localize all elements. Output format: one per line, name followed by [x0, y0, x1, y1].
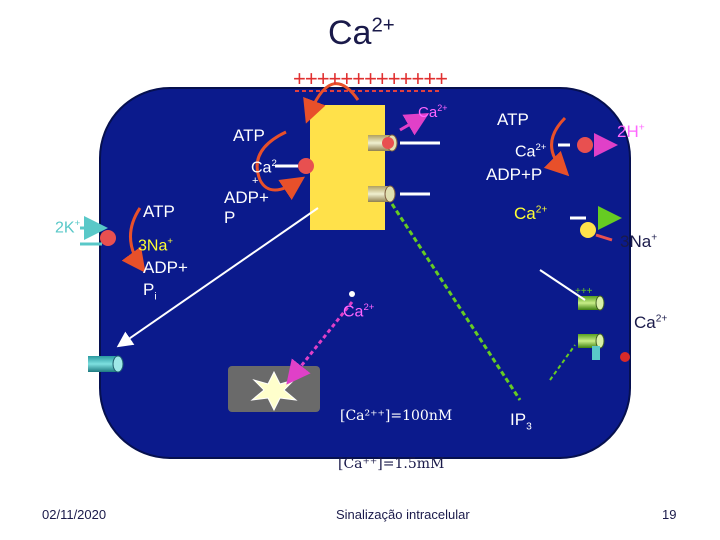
orange-arrow-na-k — [121, 207, 146, 273]
h-ion: 2H+ — [617, 122, 645, 141]
ip3-label: IP3 — [510, 410, 532, 433]
na-left: 3Na+ — [138, 236, 173, 255]
na-k-pump — [100, 230, 116, 246]
conc-outside: [Ca⁺⁺]=1.5mM — [338, 456, 445, 472]
p-left: P — [224, 208, 236, 227]
er-pump-left — [298, 158, 314, 174]
k-ion: 2K+ — [55, 218, 81, 237]
ca-dot — [349, 291, 355, 297]
endoplasmic-reticulum — [310, 105, 385, 230]
adp-left: ADP+ — [224, 188, 269, 207]
atp-top-left: ATP — [233, 126, 265, 145]
white-diagonal-arrow — [116, 207, 319, 348]
ca-right-channel: Ca2+ — [634, 313, 668, 332]
footer-title: Sinalização intracelular — [336, 507, 470, 522]
ca-center: Ca2+ — [343, 302, 375, 321]
adp-left2: ADP+ — [143, 258, 188, 277]
orange-arrow-right-pump — [543, 116, 570, 177]
left-channel — [88, 355, 124, 373]
pi-label: Pi — [143, 280, 157, 303]
effector-box — [228, 366, 320, 412]
ca-pump-left-label: Ca2 — [251, 158, 277, 177]
h-pump — [577, 137, 593, 153]
footer-date: 02/11/2020 — [42, 507, 107, 522]
magenta-arrow-er-in — [399, 112, 430, 136]
conc-inside: [Ca²⁺⁺]=100nM — [340, 408, 453, 424]
ip3-dash — [549, 344, 576, 381]
ca-pump-left-plus: + — [252, 175, 259, 187]
plus-small: +++ — [575, 286, 593, 297]
footer-page: 19 — [662, 507, 677, 522]
na-right: 3Na+ — [620, 232, 658, 251]
plus-row: +++++++++++++ — [293, 66, 448, 91]
ligand-dot — [620, 352, 630, 362]
orange-arrow-left-pump — [255, 130, 305, 200]
white-line-right-lower — [539, 269, 586, 301]
na-ca-exchanger — [580, 222, 596, 238]
orange-arrow-er — [303, 82, 360, 124]
magenta-dashed-arrow — [286, 301, 354, 385]
adp-right: ADP+P — [486, 165, 543, 184]
ip3-receptor-channels — [578, 295, 605, 360]
ca-right-pump: Ca2+ — [515, 142, 547, 161]
er-pump-top — [368, 134, 398, 152]
er-ca-label: Ca2+ — [418, 103, 448, 121]
atp-left: ATP — [143, 202, 175, 221]
ca-exchanger: Ca2+ — [514, 204, 548, 223]
atp-right: ATP — [497, 110, 529, 129]
red-line-na — [595, 233, 613, 242]
header-ion: Ca2+ — [328, 14, 395, 52]
green-dashed-arrow — [390, 203, 522, 401]
er-channel-mid — [368, 185, 396, 203]
